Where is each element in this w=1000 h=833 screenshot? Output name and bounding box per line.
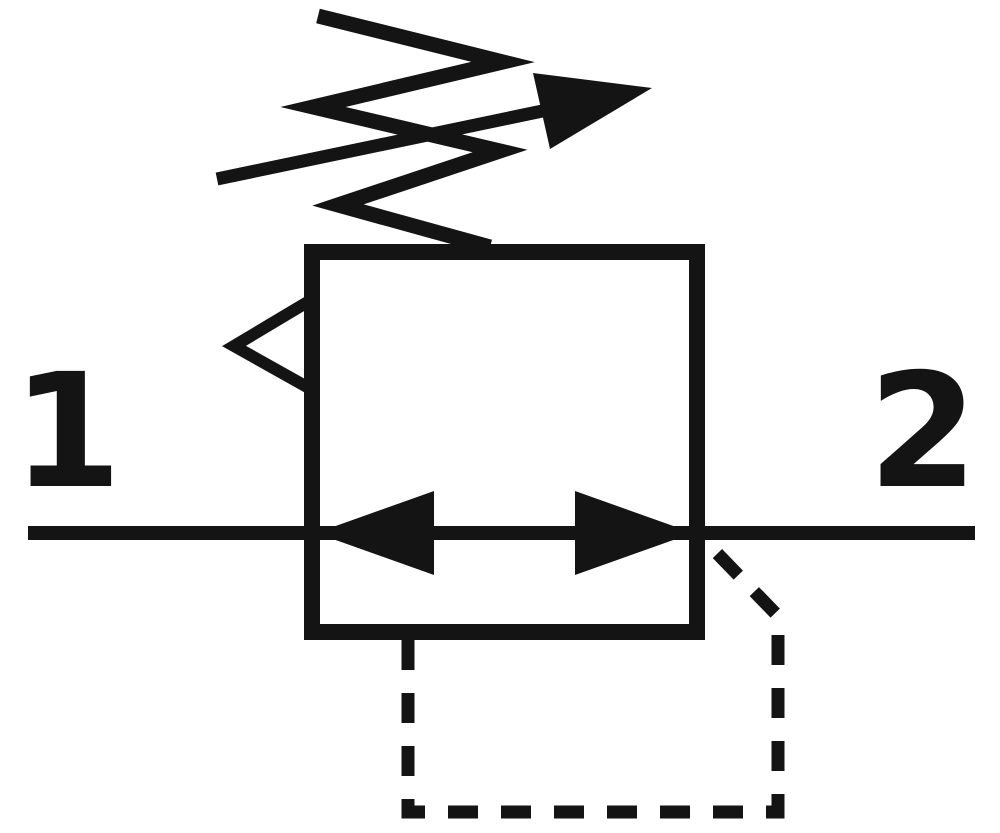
port-label-1: 1 <box>12 340 122 524</box>
spring-icon <box>280 8 535 255</box>
flow-arrow-left-icon <box>316 491 434 575</box>
port-label-2: 2 <box>868 340 978 524</box>
flow-arrow-right-icon <box>575 491 693 575</box>
valve-body-box <box>304 244 705 640</box>
pilot-line-dashed <box>401 543 785 819</box>
adjustment-arrow-icon <box>215 73 652 186</box>
adjustment-arrow-head <box>533 73 652 149</box>
vent-triangle-icon <box>222 291 320 398</box>
adjustment-arrow-shaft <box>215 102 554 186</box>
